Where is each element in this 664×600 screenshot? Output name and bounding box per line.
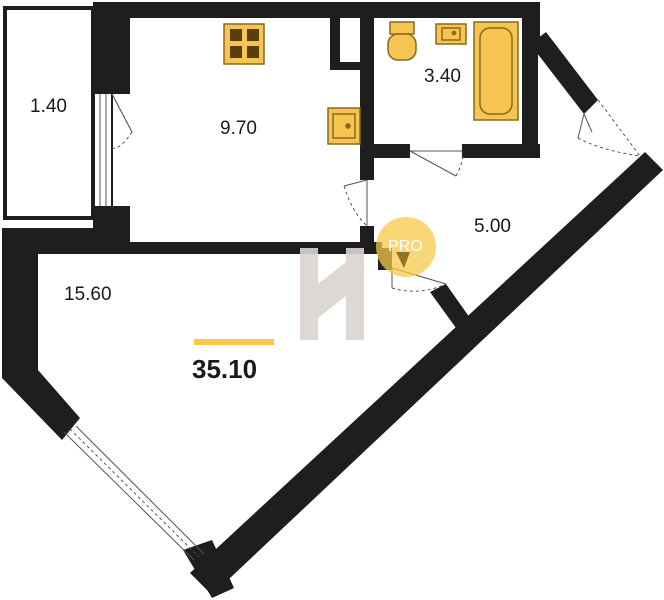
windows <box>63 93 641 561</box>
wall-left <box>2 228 80 440</box>
total-area-underline <box>194 339 274 345</box>
total-area: 35.10 <box>192 354 258 384</box>
wall-bath-right <box>522 2 538 158</box>
bathtub <box>473 21 519 121</box>
watermark-logo <box>300 248 364 340</box>
bathroom-sink <box>435 23 467 45</box>
wall-left-top <box>2 228 130 254</box>
wall-top <box>93 2 540 18</box>
wall-duct-bottom <box>330 62 370 70</box>
stove <box>223 23 265 65</box>
wall-kitchen-right <box>360 150 374 180</box>
pro-badge-label: PRO <box>388 238 423 255</box>
balcony-area: 1.40 <box>30 96 67 117</box>
wall-hall-stub <box>430 284 470 328</box>
wall-duct-left <box>330 2 340 70</box>
pro-badge <box>376 217 436 277</box>
living-area: 15.60 <box>64 284 112 305</box>
toilet <box>387 21 417 61</box>
kitchen-sink <box>327 107 361 145</box>
bathroom-area: 3.40 <box>424 66 461 87</box>
kitchen-area: 9.70 <box>220 118 257 139</box>
hall-area: 5.00 <box>474 216 511 237</box>
wall-kitchen-left <box>112 2 130 94</box>
wall-bath-bottom-right <box>462 144 540 158</box>
balcony-outline <box>3 6 95 220</box>
wall-kitchen-right-lower <box>360 226 374 254</box>
wall-bottom-corner <box>183 540 234 598</box>
balcony <box>3 6 129 246</box>
wall-right-diagonal <box>530 32 598 114</box>
wall-bottom-diagonal <box>190 152 663 595</box>
wall-kitchen-bottom <box>120 242 382 254</box>
wall-bath-left <box>360 2 374 148</box>
